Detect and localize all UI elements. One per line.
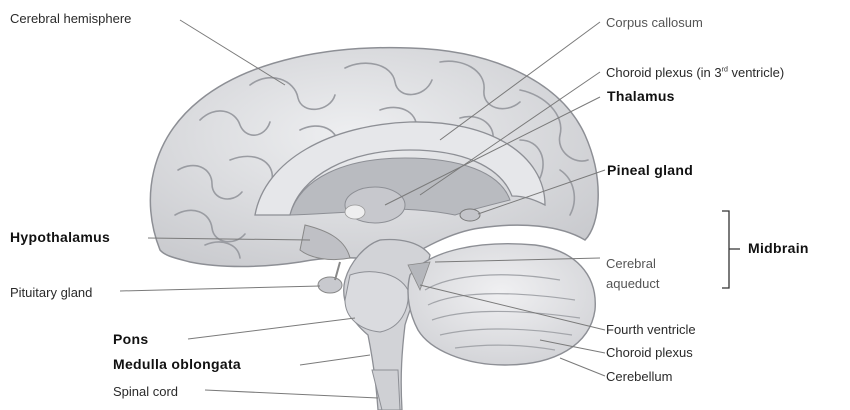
label-pituitary-gland: Pituitary gland [10,285,92,300]
midbrain-bracket [722,211,740,288]
label-thalamus: Thalamus [607,89,675,104]
label-pineal-gland: Pineal gland [607,163,693,178]
label-medulla-oblongata: Medulla oblongata [113,357,241,372]
label-hypothalamus: Hypothalamus [10,230,110,245]
label-cerebellum: Cerebellum [606,369,672,384]
label-cerebral-aqueduct-2: aqueduct [606,276,660,291]
label-pons: Pons [113,332,148,347]
label-cerebral-aqueduct-1: Cerebral [606,256,656,271]
label-fourth-ventricle: Fourth ventricle [606,322,696,337]
label-corpus-callosum: Corpus callosum [606,15,703,30]
cerebral-hemisphere-shape [150,48,598,267]
pineal-gland-shape [460,209,480,221]
label-cerebral-hemisphere: Cerebral hemisphere [10,11,131,26]
pituitary-gland-shape [318,277,342,293]
label-choroid-plexus-3rd-ventricle: Choroid plexus (in 3rd ventricle) [606,65,784,80]
label-choroid-plexus: Choroid plexus [606,345,693,360]
label-midbrain: Midbrain [748,241,809,256]
label-spinal-cord: Spinal cord [113,384,178,399]
